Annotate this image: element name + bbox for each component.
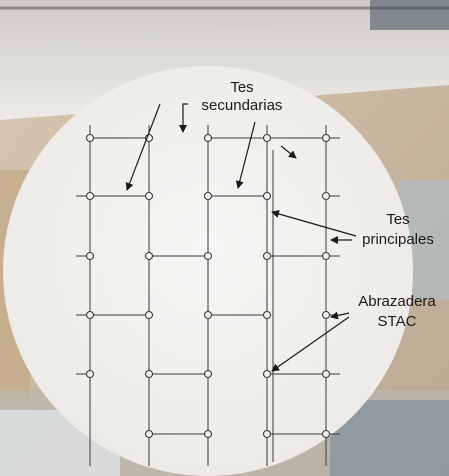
clamp-node-r2-c2 <box>144 191 154 201</box>
clamp-node-r2-c5 <box>321 191 331 201</box>
clamp-node-r3-c3 <box>203 251 213 261</box>
clamp-node-r1-c5 <box>321 133 331 143</box>
label-secondary-tees: Tes secundarias <box>202 79 283 114</box>
arrow-secondary-4 <box>280 145 297 159</box>
clamp-node-r3-c1 <box>85 251 95 261</box>
arrow-secondary-2 <box>125 103 161 191</box>
clamp-node-r5-c2 <box>144 369 154 379</box>
clamp-node-r5-c1 <box>85 369 95 379</box>
arrow-secondary-3 <box>235 121 256 189</box>
label-main-tees: Tes principales <box>362 211 434 248</box>
clamp-node-r4-c3 <box>203 310 213 320</box>
clamp-node-r2-c3 <box>203 191 213 201</box>
callout-arrows <box>125 103 357 372</box>
clamp-node-r5-c5 <box>321 369 331 379</box>
clamp-node-r1-c3 <box>203 133 213 143</box>
clamp-node-r4-c2 <box>144 310 154 320</box>
clamp-node-r3-c5 <box>321 251 331 261</box>
clamp-node-r6-c2 <box>144 429 154 439</box>
clamp-node-r6-c5 <box>321 429 331 439</box>
clamp-node-r4-c5 <box>321 310 331 320</box>
clamp-nodes <box>85 133 331 439</box>
clamp-node-r1-c4 <box>262 133 272 143</box>
clamp-node-r2-c4 <box>262 191 272 201</box>
clamp-node-r3-c2 <box>144 251 154 261</box>
arrow-secondary-1 <box>179 103 188 133</box>
clamp-node-r4-c4 <box>262 310 272 320</box>
clamp-node-r1-c1 <box>85 133 95 143</box>
clamp-node-r5-c4 <box>262 369 272 379</box>
clamp-node-r2-c1 <box>85 191 95 201</box>
arrow-main-1 <box>271 210 357 237</box>
clamp-node-r6-c4 <box>262 429 272 439</box>
label-main-line2: principales <box>362 231 434 248</box>
clamp-node-r4-c1 <box>85 310 95 320</box>
label-clamp-line1: Abrazadera <box>358 293 436 310</box>
grid-lines <box>76 125 340 466</box>
clamp-node-r3-c4 <box>262 251 272 261</box>
label-secondary-line2: secundarias <box>202 97 283 114</box>
label-main-line1: Tes <box>386 211 409 228</box>
clamp-node-r5-c3 <box>203 369 213 379</box>
arrow-clamp-2 <box>271 316 350 372</box>
label-clamp: Abrazadera STAC <box>358 293 436 330</box>
arrow-clamp-1 <box>330 311 350 320</box>
label-clamp-line2: STAC <box>378 313 417 330</box>
clamp-node-r6-c3 <box>203 429 213 439</box>
label-secondary-line1: Tes <box>230 79 253 96</box>
